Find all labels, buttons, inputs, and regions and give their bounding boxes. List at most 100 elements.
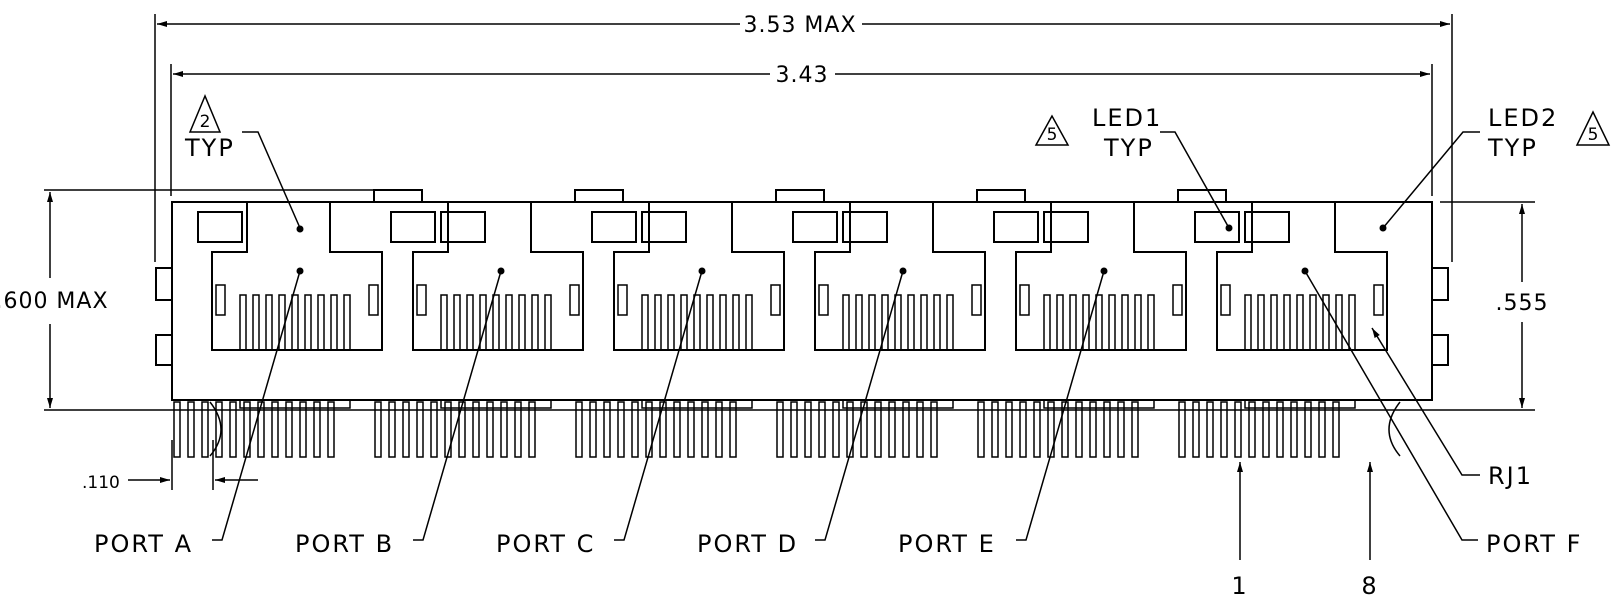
led-window <box>1194 211 1240 243</box>
pin <box>1178 401 1186 458</box>
contact-slot <box>1283 294 1291 351</box>
pin <box>832 401 840 458</box>
contact-slot <box>732 294 740 351</box>
note2-leader <box>242 131 301 229</box>
contact-slot <box>440 294 448 351</box>
rj45-port-b <box>390 201 584 351</box>
contact-slot <box>544 294 552 351</box>
side-slot <box>617 284 628 316</box>
pin <box>589 401 597 458</box>
contact-slot <box>855 294 863 351</box>
pin <box>687 401 695 458</box>
pin <box>1290 401 1298 458</box>
led2-typ: TYP <box>1487 134 1538 162</box>
contact-slot <box>907 294 915 351</box>
led-window <box>197 211 243 243</box>
pin <box>1262 401 1270 458</box>
contact-slot <box>518 294 526 351</box>
rj45-port-d <box>792 201 986 351</box>
pin <box>1318 401 1326 458</box>
rj1-callout: RJ1 <box>1371 327 1531 490</box>
pin <box>215 401 223 458</box>
side-slot <box>1220 284 1231 316</box>
pin <box>500 401 508 458</box>
contact-slot <box>946 294 954 351</box>
pin <box>977 401 985 458</box>
led1-note-number: 5 <box>1047 125 1058 145</box>
pin <box>486 401 494 458</box>
led2-note-number: 5 <box>1588 125 1599 145</box>
pin <box>1248 401 1256 458</box>
overall-max-dimension: 3.53 MAX <box>154 13 1453 262</box>
pin <box>1047 401 1055 458</box>
pin <box>1234 401 1242 458</box>
contact-slot <box>1147 294 1155 351</box>
led2-note-triangle <box>1575 110 1611 146</box>
contact-slot <box>1309 294 1317 351</box>
contact-slot <box>1069 294 1077 351</box>
pin-callouts: 1 8 <box>1231 462 1378 600</box>
side-slot <box>569 284 580 316</box>
pins-layer <box>173 399 1401 458</box>
pin-bar <box>1043 399 1155 409</box>
rj45-port-c <box>591 201 785 351</box>
pin-last-label: 8 <box>1361 572 1378 600</box>
led1-typ: TYP <box>1103 134 1154 162</box>
contact-slot <box>920 294 928 351</box>
pin <box>1206 401 1214 458</box>
contact-slot <box>842 294 850 351</box>
pin <box>631 401 639 458</box>
pin <box>991 401 999 458</box>
pin <box>888 401 896 458</box>
rj45-port-a <box>197 201 383 351</box>
pin <box>860 401 868 458</box>
led-window <box>641 211 687 243</box>
pin <box>804 401 812 458</box>
port-opening <box>1015 201 1187 351</box>
port-label-f: PORT F <box>1486 530 1582 558</box>
pin-offset-dimension: .110 <box>82 440 258 493</box>
pin <box>1276 401 1284 458</box>
contact-slot <box>1270 294 1278 351</box>
contact-slot <box>667 294 675 351</box>
port-opening <box>814 201 986 351</box>
overall-dimension: 3.43 <box>170 63 1433 196</box>
side-slot <box>770 284 781 316</box>
side-slot <box>1019 284 1030 316</box>
pin <box>1117 401 1125 458</box>
contact-slot <box>868 294 876 351</box>
height-label: .555 <box>1496 291 1549 316</box>
led-window <box>1244 211 1290 243</box>
rj45-port-f <box>1194 201 1388 351</box>
pin <box>617 401 625 458</box>
height-dimension: .555 <box>1440 201 1549 408</box>
note2-number: 2 <box>200 112 211 132</box>
pin <box>514 401 522 458</box>
contact-slot <box>1056 294 1064 351</box>
contact-slot <box>252 294 260 351</box>
contact-slot <box>1296 294 1304 351</box>
led2-label: LED2 <box>1488 104 1558 132</box>
pin-offset-label: .110 <box>82 473 120 493</box>
led1-callout: 5 LED1 TYP <box>1034 104 1233 232</box>
contact-slot <box>239 294 247 351</box>
pin <box>701 401 709 458</box>
side-slot <box>1373 284 1384 316</box>
pin <box>1131 401 1139 458</box>
pin <box>374 401 382 458</box>
contact-slot <box>1134 294 1142 351</box>
pin-bar <box>842 399 954 409</box>
pin <box>1103 401 1111 458</box>
contact-slot <box>505 294 513 351</box>
pin <box>472 401 480 458</box>
note2-callout: 2 TYP <box>184 94 304 233</box>
height-max-label: .600 MAX <box>0 289 109 314</box>
contact-slot <box>317 294 325 351</box>
led-window <box>440 211 486 243</box>
contact-slot <box>719 294 727 351</box>
pin <box>916 401 924 458</box>
pin <box>299 401 307 458</box>
led2-leader <box>1382 131 1480 229</box>
pin <box>173 401 181 458</box>
